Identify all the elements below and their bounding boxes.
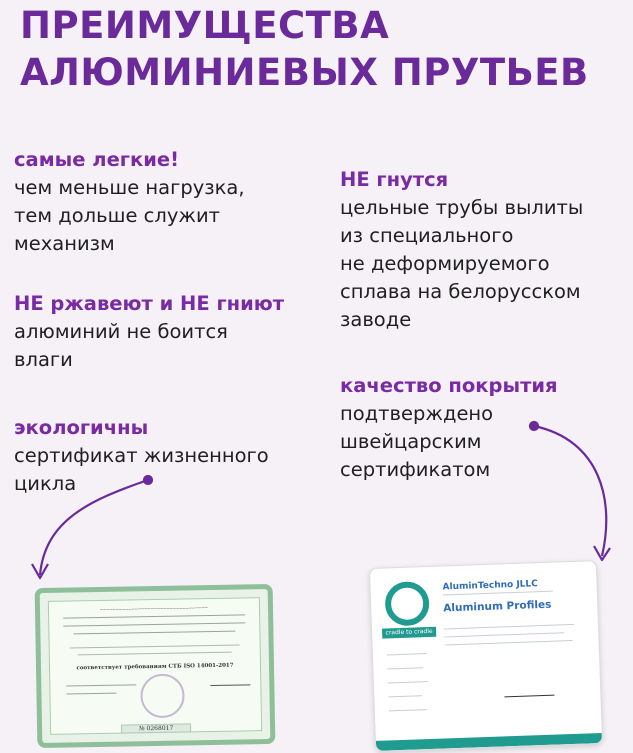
benefit-text-line: влаги	[14, 348, 73, 371]
benefit-text-line: не деформируемого	[340, 252, 550, 275]
benefit-text-line: швейцарским	[340, 430, 482, 453]
cradle-to-cradle-logo-icon	[384, 580, 430, 627]
arrow-right-icon	[528, 420, 611, 562]
cert-text-line	[66, 692, 117, 695]
cert-text-line	[444, 632, 565, 638]
benefit-quality: качество покрытия подтверждено швейцарск…	[340, 372, 558, 484]
cert-text-line	[73, 630, 236, 635]
cert-text-line	[77, 651, 232, 656]
benefit-text-line: цикла	[14, 472, 77, 495]
cert-deco-text: ‒‒‒‒‒‒‒‒‒‒‒‒‒‒‒‒‒‒‒‒‒‒‒‒‒‒‒‒‒‒‒‒‒‒	[99, 605, 209, 613]
benefit-heading: НЕ гнутся	[340, 168, 449, 191]
benefit-text-line: сертификат жизненного	[14, 444, 269, 467]
stamp-icon	[140, 673, 185, 719]
cert-text-line	[388, 709, 427, 712]
cert-text-line	[387, 667, 424, 670]
cradle-to-cradle-certificate-image: cradle to cradle AluminTechno JLLC Alumi…	[368, 560, 604, 752]
benefit-text-line: сплава на белорусском	[340, 280, 581, 303]
benefit-heading: качество покрытия	[340, 374, 558, 397]
benefit-rust: НЕ ржавеют и НЕ гниют алюминий не боится…	[14, 290, 284, 374]
cert-text-line	[387, 681, 428, 684]
title-line-2: АЛЮМИНИЕВЫХ ПРУТЬЕВ	[20, 51, 589, 94]
benefit-text-line: чем меньше нагрузка,	[14, 176, 245, 199]
benefit-bend: НЕ гнутся цельные трубы вылиты из специа…	[340, 166, 583, 334]
benefit-text-line: подтверждено	[340, 402, 494, 425]
cert-text-line	[386, 653, 427, 656]
benefit-text-line: заводе	[340, 308, 412, 331]
cert-number: № 0268017	[121, 723, 192, 734]
cert-standard-line: соответствует требованиям СТБ ISO 14001-…	[76, 662, 234, 672]
cert-text-line	[66, 684, 137, 687]
cert-text-line	[444, 623, 574, 630]
benefit-eco: экологичны сертификат жизненного цикла	[14, 414, 269, 498]
cert-text-line	[63, 614, 246, 619]
cert-text-line	[444, 639, 573, 646]
signature-icon	[504, 694, 555, 698]
cert-text-line	[69, 644, 240, 649]
benefit-heading: самые легкие!	[14, 148, 180, 171]
cert-text-line	[63, 622, 246, 627]
benefit-text-line: из специального	[340, 224, 514, 247]
benefit-text-line: цельные трубы вылиты	[340, 196, 584, 219]
cert-company: AluminTechno JLLC	[442, 579, 538, 593]
benefit-lightest: самые легкие! чем меньше нагрузка, тем д…	[14, 146, 245, 258]
benefit-text-line: механизм	[14, 232, 115, 255]
benefit-heading: НЕ ржавеют и НЕ гниют	[14, 292, 285, 315]
benefit-text-line: алюминий не боится	[14, 320, 228, 343]
cert-text-line	[388, 695, 423, 698]
signature-icon	[210, 684, 251, 687]
title-line-1: ПРЕИМУЩЕСТВА	[20, 4, 390, 47]
arrow-left-icon	[31, 474, 154, 580]
benefit-text-line: тем дольше служит	[14, 204, 220, 227]
benefit-heading: экологичны	[14, 416, 149, 439]
eco-certificate-image: ‒‒‒‒‒‒‒‒‒‒‒‒‒‒‒‒‒‒‒‒‒‒‒‒‒‒‒‒‒‒‒‒‒‒ соотв…	[34, 583, 276, 749]
benefit-text-line: сертификатом	[340, 458, 491, 481]
logo-badge-text: cradle to cradle	[385, 627, 433, 637]
logo-badge: cradle to cradle	[381, 626, 437, 639]
cert-product: Aluminum Profiles	[443, 598, 552, 615]
